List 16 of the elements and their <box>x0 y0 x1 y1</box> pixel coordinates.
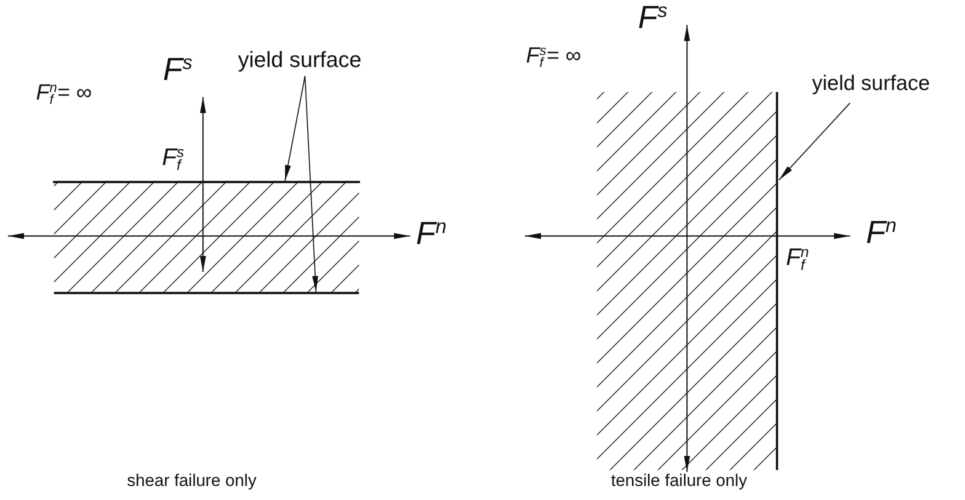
leader-line <box>778 102 850 180</box>
yield-surface-line <box>53 180 360 184</box>
caption: tensile failure only <box>611 472 748 491</box>
yield-surface-line <box>776 92 778 470</box>
yield-surface-line <box>54 292 359 294</box>
axis-label: F$^{n}$ <box>866 215 897 250</box>
condition-label: F$_{f}$$^{n}$= ∞ <box>36 80 92 108</box>
callout-label: yield surface <box>812 72 930 96</box>
callout-label: yield surface <box>238 48 362 72</box>
condition-label: F$_{f}$$^{s}$= ∞ <box>526 43 581 70</box>
caption: shear failure only <box>127 472 256 491</box>
axis-label: F$^{s}$ <box>163 52 192 88</box>
leader-line <box>304 76 318 292</box>
axis-label: F$^{n}$ <box>416 216 447 252</box>
axis-label: F$^{s}$ <box>638 0 668 36</box>
leader-line <box>284 76 306 182</box>
